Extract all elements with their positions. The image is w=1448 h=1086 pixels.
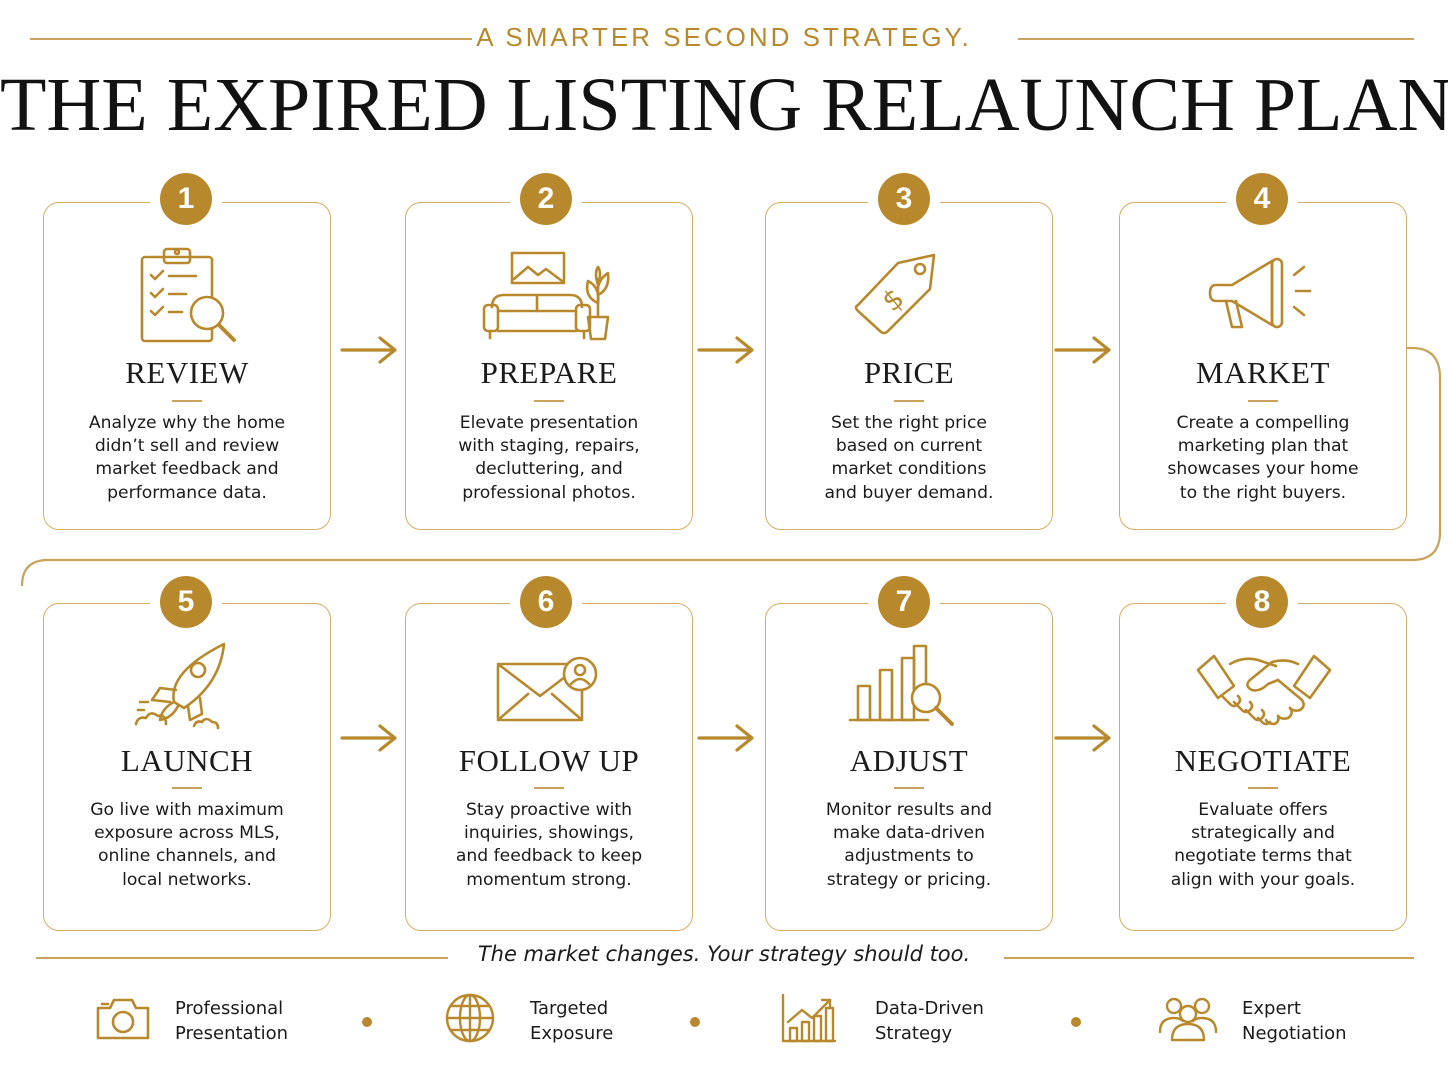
- separator-dot: [690, 1017, 700, 1027]
- growth-chart-icon: [781, 993, 837, 1043]
- step-number-badge: 7: [878, 576, 930, 628]
- header-rule-left: [30, 38, 472, 40]
- camera-icon: [96, 998, 150, 1040]
- clipboard-magnifier-icon: [140, 247, 236, 343]
- price-tag-icon: $: [854, 253, 936, 335]
- header-rule-right: [1018, 38, 1414, 40]
- team-icon: [1158, 997, 1218, 1042]
- rocket-icon: [134, 642, 226, 730]
- title-rule: [534, 400, 564, 402]
- tagline-rule-right: [1004, 957, 1414, 959]
- step-number-badge: 4: [1236, 173, 1288, 225]
- arrow-right-icon: [340, 724, 397, 752]
- step-number-badge: 5: [160, 576, 212, 628]
- envelope-contact-icon: [496, 656, 598, 722]
- title-rule: [172, 400, 202, 402]
- title-rule: [172, 787, 202, 789]
- step-title: FOLLOW UP: [458, 743, 640, 778]
- arrow-right-icon: [1054, 336, 1111, 364]
- step-number-badge: 8: [1236, 576, 1288, 628]
- step-title: PRICE: [863, 355, 955, 390]
- step-title: LAUNCH: [120, 743, 254, 778]
- bar-chart-magnifier-icon: [848, 644, 954, 726]
- step-number-badge: 3: [878, 173, 930, 225]
- tagline: The market changes. Your strategy should…: [477, 942, 971, 966]
- step-title: PREPARE: [480, 355, 618, 390]
- step-title: REVIEW: [125, 355, 249, 390]
- title-rule: [894, 787, 924, 789]
- page-title: THE EXPIRED LISTING RELAUNCH PLAN: [0, 63, 1448, 147]
- arrow-right-icon: [697, 724, 754, 752]
- staged-room-icon: [482, 251, 610, 341]
- title-rule: [894, 400, 924, 402]
- step-title: NEGOTIATE: [1174, 743, 1352, 778]
- step-number-badge: 1: [160, 173, 212, 225]
- megaphone-icon: [1208, 257, 1312, 329]
- title-rule: [534, 787, 564, 789]
- step-title: MARKET: [1196, 355, 1330, 390]
- arrow-right-icon: [340, 336, 397, 364]
- eyebrow-text: A SMARTER SECOND STRATEGY.: [476, 22, 972, 52]
- step-number-badge: 6: [520, 576, 572, 628]
- tagline-rule-left: [36, 957, 448, 959]
- title-rule: [1248, 787, 1278, 789]
- arrow-right-icon: [1054, 724, 1111, 752]
- arrow-right-icon: [697, 336, 754, 364]
- step-title: ADJUST: [849, 743, 969, 778]
- separator-dot: [362, 1017, 372, 1027]
- globe-icon: [445, 993, 495, 1043]
- title-rule: [1248, 400, 1278, 402]
- separator-dot: [1071, 1017, 1081, 1027]
- row-connector: [20, 346, 1442, 587]
- step-number-badge: 2: [520, 173, 572, 225]
- handshake-icon: [1196, 654, 1332, 726]
